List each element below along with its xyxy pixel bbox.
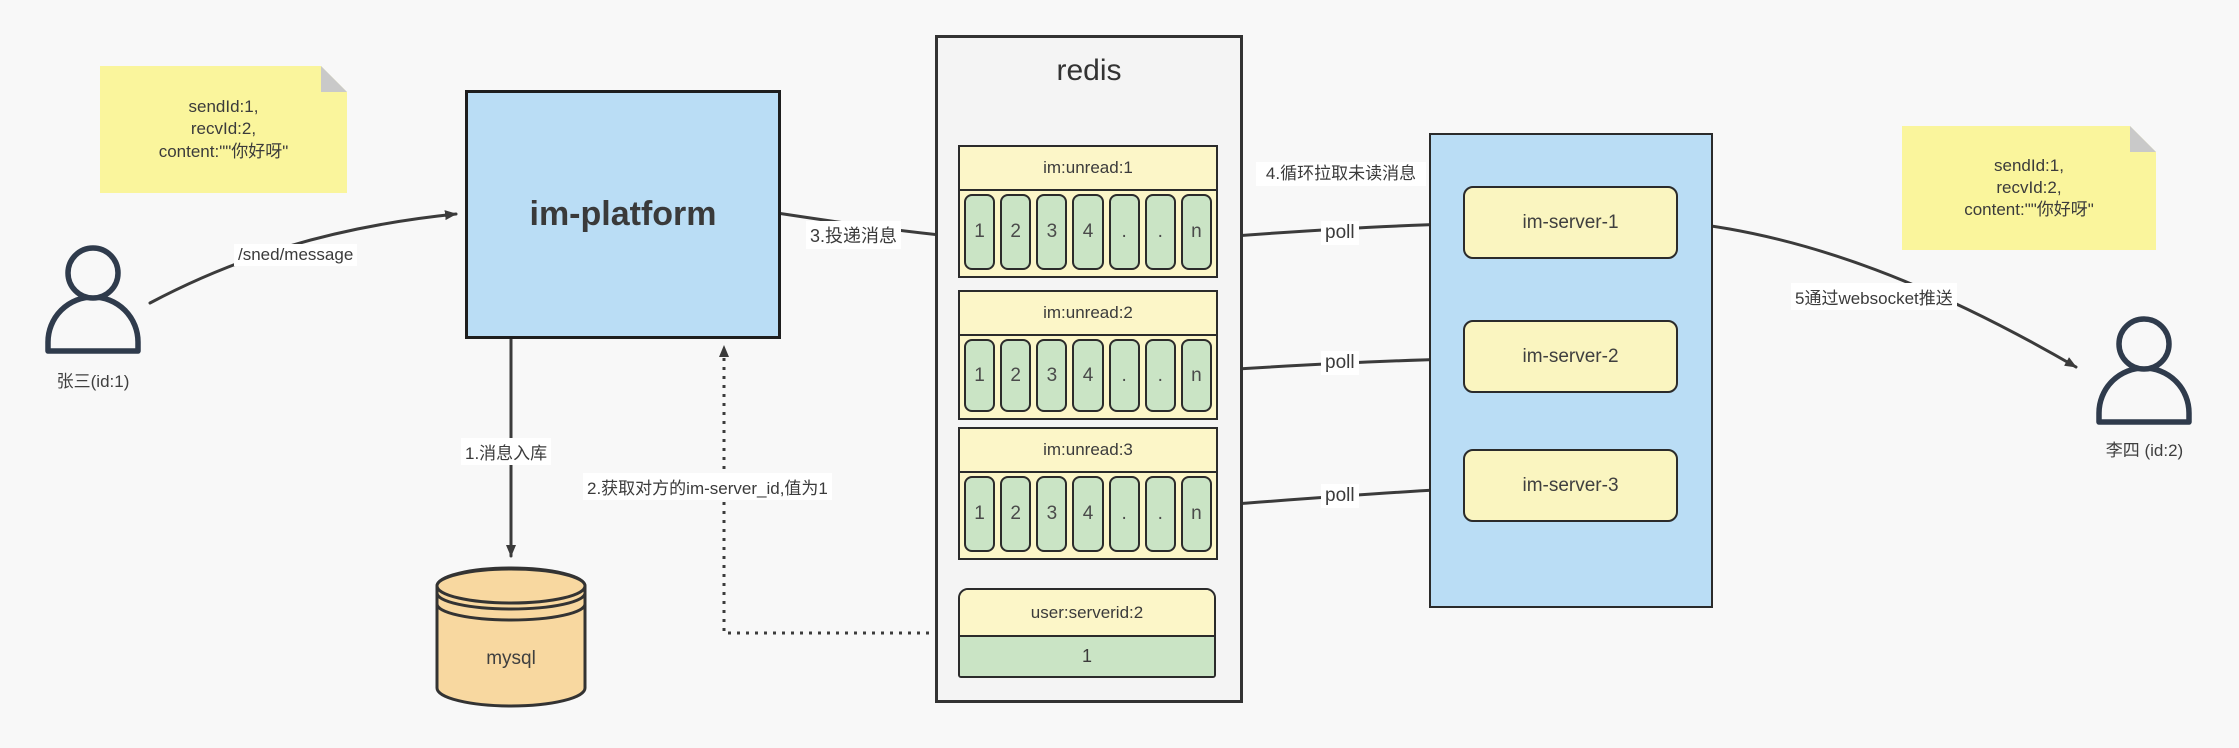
queue-cell: 1 (964, 194, 996, 270)
sticky-note-left: sendId:1, recvId:2, content:""你好呀" (100, 66, 347, 193)
queue-cell: 2 (1000, 476, 1032, 552)
edge-label-step4: 4.循环拉取未读消息 (1256, 162, 1426, 187)
edge-label-send-message: /sned/message (234, 244, 358, 266)
queue-cell: 1 (964, 476, 996, 552)
note-fold-icon (321, 66, 347, 92)
queue-cell: n (1180, 194, 1212, 270)
queue-cell: . (1108, 476, 1140, 552)
queue-cell: 4 (1072, 476, 1104, 552)
queue-cell: n (1180, 339, 1212, 412)
queue-cell: 3 (1036, 194, 1068, 270)
queue-im-unread-2: im:unread:2 1 2 3 4 . . n (958, 290, 1218, 420)
note-text-right: sendId:1, recvId:2, content:""你好呀" (1964, 155, 2094, 220)
queue-im-unread-3: im:unread:3 1 2 3 4 . . n (958, 427, 1218, 560)
edge-label-poll-2: poll (1321, 351, 1359, 375)
queue-cell: . (1108, 194, 1140, 270)
im-platform-label: im-platform (529, 195, 717, 233)
queue-im-unread-1: im:unread:1 1 2 3 4 . . n (958, 145, 1218, 278)
queue-cell: 4 (1072, 194, 1104, 270)
note-text-left: sendId:1, recvId:2, content:""你好呀" (158, 97, 289, 161)
queue-cells: 1 2 3 4 . . n (960, 336, 1216, 418)
kv-header: user:serverid:2 (960, 590, 1214, 637)
im-server-3-box: im-server-3 (1463, 449, 1678, 522)
note-fold-icon (2130, 126, 2156, 152)
queue-header: im:unread:1 (960, 147, 1216, 191)
queue-cell: . (1144, 339, 1176, 412)
queue-cells: 1 2 3 4 . . n (960, 191, 1216, 276)
im-server-1-box: im-server-1 (1463, 186, 1678, 259)
person-icon-sender (45, 245, 141, 354)
edge-label-poll-3: poll (1321, 484, 1359, 508)
person-icon-receiver (2096, 316, 2192, 425)
queue-cell: 4 (1072, 339, 1104, 412)
queue-cell: 2 (1000, 194, 1032, 270)
edge-label-step2: 2.获取对方的im-server_id,值为1 (583, 473, 832, 500)
edge-label-step1: 1.消息入库 (461, 438, 552, 465)
mysql-cylinder-icon (435, 566, 587, 708)
edge-label-poll-1: poll (1321, 221, 1359, 245)
queue-cell: . (1144, 194, 1176, 270)
queue-cell: . (1108, 339, 1140, 412)
im-server-cluster: im-server-1 im-server-2 im-server-3 (1429, 133, 1713, 608)
receiver-label: 李四 (id:2) (2105, 441, 2184, 460)
queue-cell: 2 (1000, 339, 1032, 412)
queue-cell: 3 (1036, 339, 1068, 412)
queue-header: im:unread:3 (960, 429, 1216, 473)
queue-cells: 1 2 3 4 . . n (960, 473, 1216, 558)
queue-header: im:unread:2 (960, 292, 1216, 336)
im-server-2-box: im-server-2 (1463, 320, 1678, 393)
queue-cell: . (1144, 476, 1176, 552)
sender-label: 张三(id:1) (56, 372, 130, 391)
queue-cell: n (1180, 476, 1212, 552)
redis-title: redis (1056, 54, 1122, 87)
mysql-label: mysql (486, 648, 536, 669)
redis-container: redis im:unread:1 1 2 3 4 . . n im:unrea… (935, 35, 1243, 703)
sticky-note-right: sendId:1, recvId:2, content:""你好呀" (1902, 126, 2156, 250)
queue-cell: 3 (1036, 476, 1068, 552)
edge-label-step5: 5通过websocket推送 (1791, 283, 1957, 310)
kv-user-serverid: user:serverid:2 1 (958, 588, 1216, 678)
im-platform-box: im-platform (465, 90, 781, 339)
kv-value: 1 (960, 637, 1214, 676)
edge-label-step3: 3.投递消息 (806, 221, 902, 249)
queue-cell: 1 (964, 339, 996, 412)
